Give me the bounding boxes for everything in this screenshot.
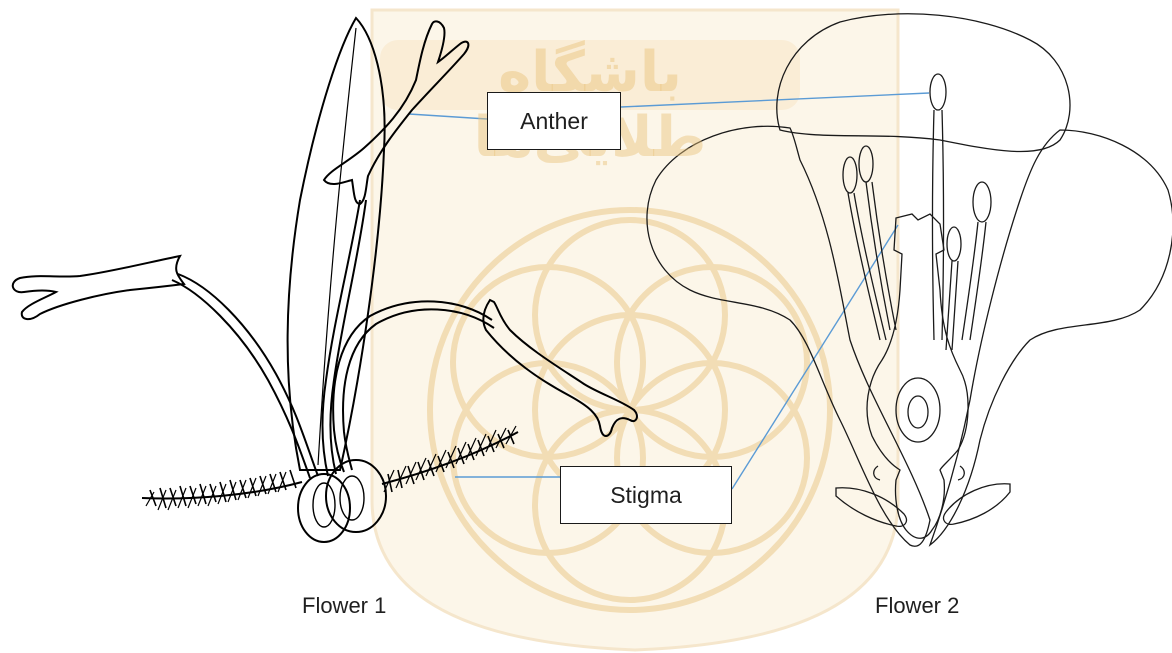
flower2-anther-top	[930, 74, 946, 110]
flower2-sepal-right	[944, 484, 1010, 525]
stigma-label-box: Stigma	[560, 466, 732, 524]
flower1-stigma-left	[142, 470, 302, 510]
flower2-petal-right	[930, 130, 1172, 545]
flower1-anther-left	[13, 256, 184, 319]
flower2-ovary	[896, 378, 940, 442]
flower1-caption: Flower 1	[302, 593, 386, 619]
anther-label-box: Anther	[487, 92, 621, 150]
flower2-caption: Flower 2	[875, 593, 959, 619]
flower1-bract	[288, 18, 385, 470]
anther-label: Anther	[520, 108, 588, 135]
stigma-label: Stigma	[610, 482, 682, 509]
